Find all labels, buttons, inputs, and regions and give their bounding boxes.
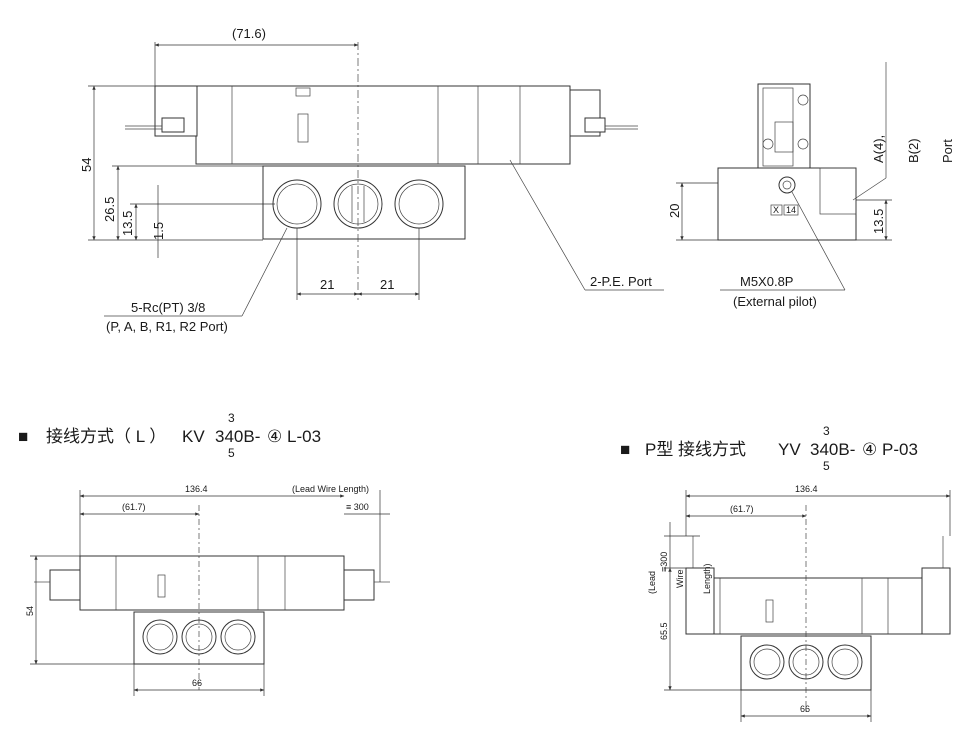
port-note-1: 5-Rc(PT) 3/8 bbox=[131, 300, 205, 315]
model-p-sup: 3 bbox=[823, 424, 830, 438]
indicator bbox=[297, 113, 309, 143]
dim-21-a: 21 bbox=[320, 277, 334, 292]
pilot-port bbox=[778, 176, 796, 194]
dim-p-136-4: 136.4 bbox=[795, 484, 818, 494]
dim-l-54: 54 bbox=[25, 606, 35, 616]
model-l-circ: ④ bbox=[267, 427, 282, 446]
dim-71-6: (71.6) bbox=[232, 26, 266, 41]
mark-14: 14 bbox=[786, 205, 796, 215]
label-a4: A(4), bbox=[871, 135, 886, 163]
model-p-sub: 5 bbox=[823, 459, 830, 473]
right-connector bbox=[584, 117, 606, 133]
model-l-pre: KV bbox=[182, 427, 205, 446]
dim-p-61-7: (61.7) bbox=[730, 504, 754, 514]
lead-p-1: (Lead bbox=[647, 571, 657, 594]
pilot-label-1: M5X0.8P bbox=[740, 274, 793, 289]
port-circle bbox=[827, 644, 863, 680]
bullet-l: ■ bbox=[18, 427, 28, 446]
lead-note-l: (Lead Wire Length) bbox=[292, 484, 369, 494]
port-circle bbox=[142, 619, 178, 655]
dim-54: 54 bbox=[79, 158, 94, 172]
dim-20: 20 bbox=[667, 204, 682, 218]
side-base bbox=[717, 167, 857, 241]
left-connector bbox=[161, 117, 185, 133]
label-b2: B(2) bbox=[906, 138, 921, 163]
port-note-2: (P, A, B, R1, R2 Port) bbox=[106, 319, 228, 334]
pilot-block bbox=[757, 83, 811, 169]
valve-body bbox=[195, 85, 571, 165]
dim-p-65-5: 65.5 bbox=[659, 622, 669, 640]
title-p-cn: P型 接线方式 bbox=[645, 440, 746, 459]
lead-p-3: Length) bbox=[702, 563, 712, 594]
dim-21-b: 21 bbox=[380, 277, 394, 292]
dim-26-5: 26.5 bbox=[102, 197, 117, 222]
l-valve-body bbox=[79, 555, 345, 611]
model-l-main: 340B- bbox=[215, 427, 260, 446]
model-p-circ: ④ bbox=[862, 440, 877, 459]
dim-l-61-7: (61.7) bbox=[122, 502, 146, 512]
mark-x: X bbox=[773, 205, 779, 215]
model-l-sub: 5 bbox=[228, 446, 235, 460]
model-p-end: P-03 bbox=[882, 440, 918, 459]
dim-l-136-4: 136.4 bbox=[185, 484, 208, 494]
model-p-main: 340B- bbox=[810, 440, 855, 459]
port-circle bbox=[220, 619, 256, 655]
p-valve-body bbox=[685, 577, 951, 635]
side-view: X 14 20 13.5 A(4), B(2) Port M5X0.8P (Ex… bbox=[667, 62, 955, 309]
model-l-end: L-03 bbox=[287, 427, 321, 446]
pe-port-label: 2-P.E. Port bbox=[590, 274, 652, 289]
dim-l-66: 66 bbox=[192, 678, 202, 688]
label-port: Port bbox=[940, 139, 955, 163]
dim-13-5-side: 13.5 bbox=[871, 209, 886, 234]
dim-l-300: ≡ 300 bbox=[346, 502, 369, 512]
dim-p-300: ≡300 bbox=[659, 552, 669, 572]
section-l: ■ 接线方式（ L ） KV 3 340B- ④ L-03 5 136.4 (L… bbox=[18, 411, 390, 696]
bullet-p: ■ bbox=[620, 440, 630, 459]
dim-1-5: 1.5 bbox=[151, 222, 166, 240]
model-l-sup: 3 bbox=[228, 411, 235, 425]
pilot-label-2: (External pilot) bbox=[733, 294, 817, 309]
title-l-cn: 接线方式（ L ） bbox=[46, 427, 166, 446]
lead-p-2: Wire bbox=[675, 570, 685, 589]
dim-p-66: 66 bbox=[800, 704, 810, 714]
dim-13-5: 13.5 bbox=[120, 211, 135, 236]
model-p-pre: YV bbox=[778, 440, 801, 459]
section-p: ■ P型 接线方式 YV 3 340B- ④ P-03 5 136.4 (61.… bbox=[620, 424, 951, 722]
front-view: (71.6) 54 26.5 13.5 1.5 21 21 5-Rc(PT) 3… bbox=[79, 26, 664, 334]
port-circle bbox=[749, 644, 785, 680]
